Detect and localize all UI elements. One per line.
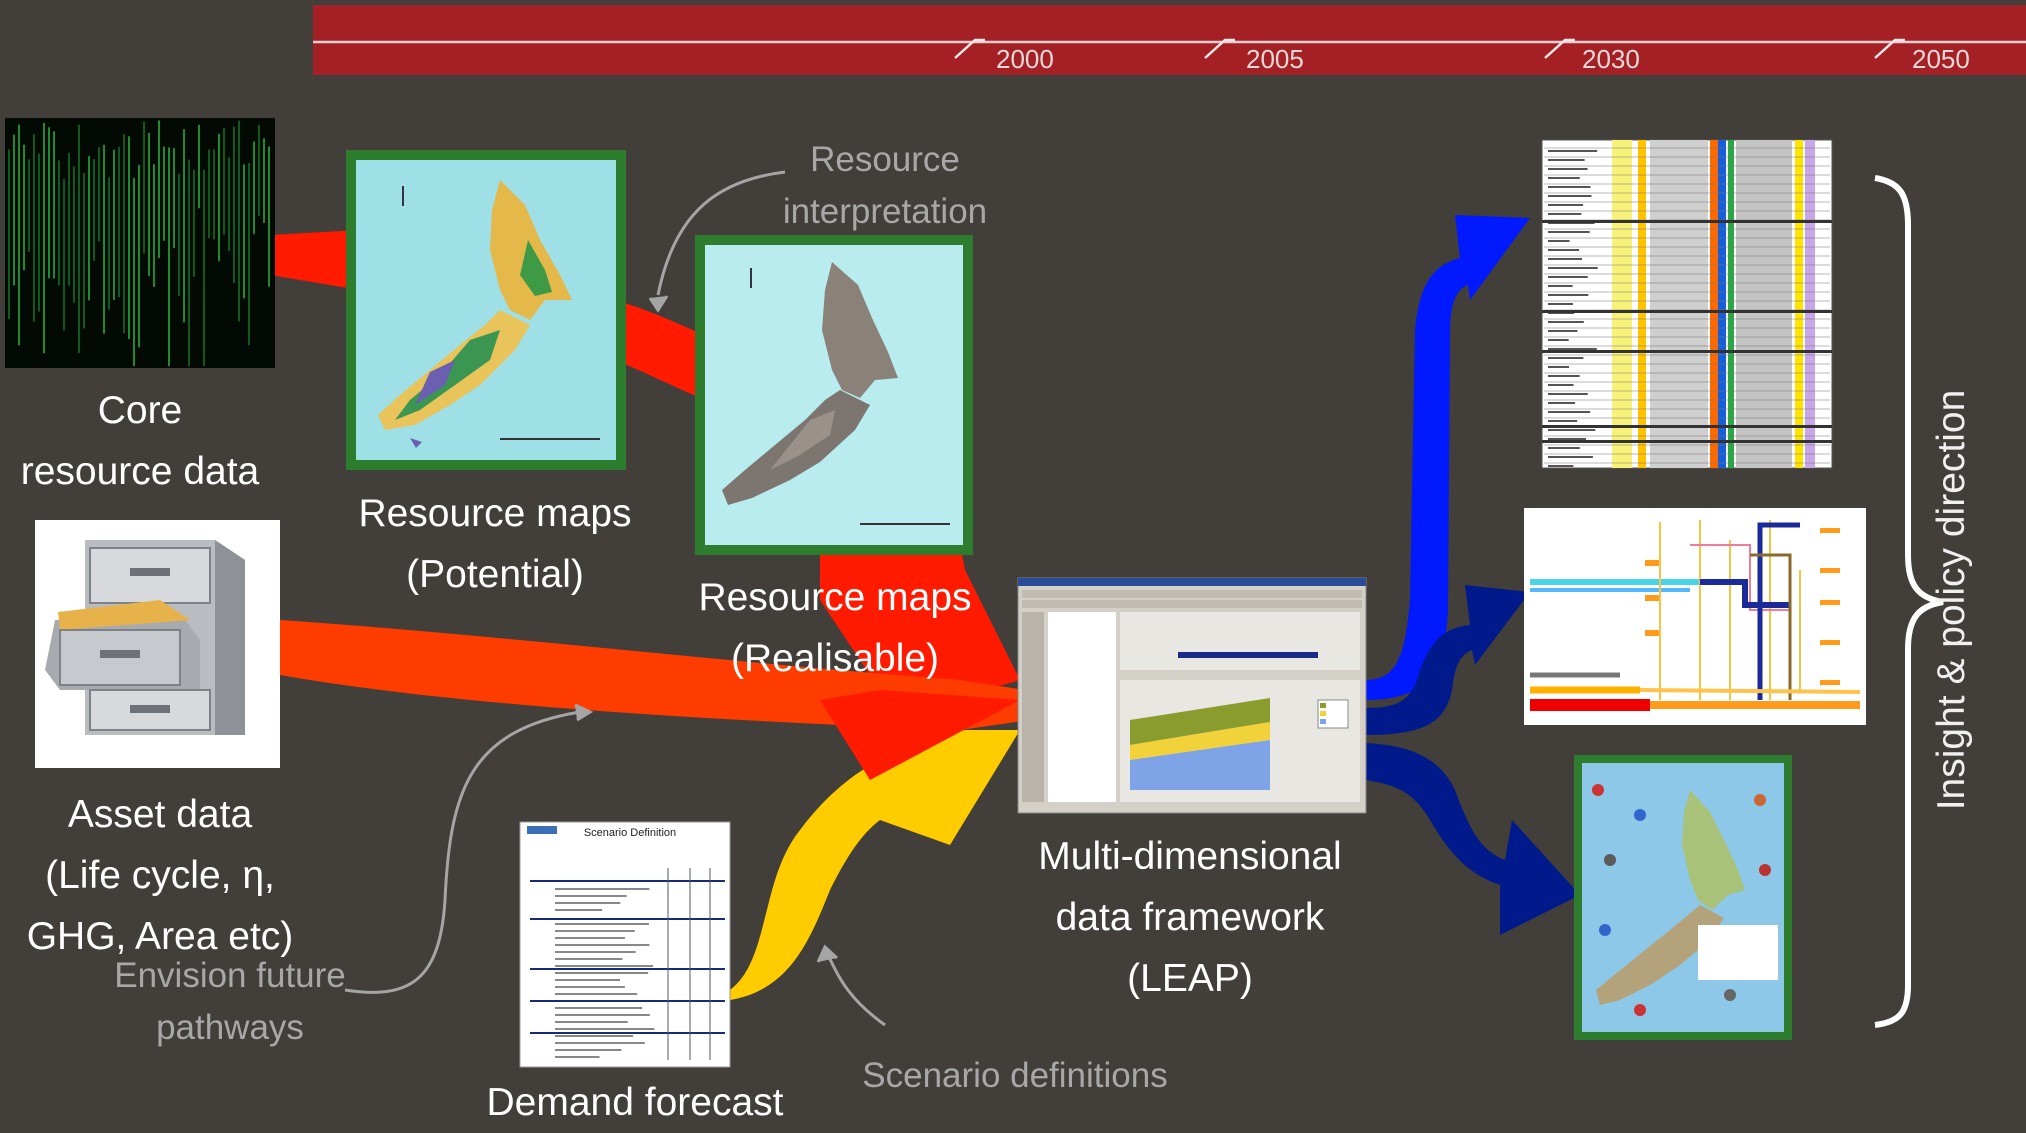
leap-screenshot-image: [1017, 577, 1367, 814]
flow-red-head: [820, 690, 1020, 780]
year-label-2000: 2000: [996, 44, 1054, 74]
year-label-2030: 2030: [1582, 44, 1640, 74]
core-resource-image: [5, 118, 275, 368]
resource-interp-line1: Resource: [810, 140, 960, 179]
leap-label-line3: (LEAP): [1127, 957, 1253, 1000]
flow-arrows: [270, 215, 1580, 1000]
leap-label-line1: Multi-dimensional: [1038, 835, 1342, 878]
envision-annotation: Envision future pathways: [90, 950, 370, 1054]
results-table-image: [1541, 139, 1833, 469]
flow-leap-to-map: [1365, 743, 1580, 935]
envision-line1: Envision future: [114, 956, 346, 995]
core-label-line2: resource data: [20, 450, 260, 493]
envision-line2: pathways: [156, 1008, 304, 1047]
potential-label-line2: (Potential): [406, 553, 584, 596]
leap-label: Multi-dimensional data framework (LEAP): [1000, 826, 1380, 1009]
potential-map-label: Resource maps (Potential): [320, 483, 670, 605]
flow-leap-to-sankey: [1365, 585, 1530, 735]
flow-core-to-potential: [270, 230, 360, 290]
potential-label-line1: Resource maps: [358, 492, 632, 535]
resource-interpretation-annotation: Resource interpretation: [760, 134, 1010, 238]
scenario-doc-title: Scenario Definition: [583, 827, 677, 839]
infrastructure-map-image: [1574, 755, 1792, 1040]
timeline-bar: [313, 5, 2026, 75]
asset-label-line3: GHG, Area etc): [26, 915, 294, 958]
scenario-document-image: [519, 821, 731, 1068]
core-label-line1: Core: [97, 389, 183, 432]
flow-demand-to-leap: [730, 730, 1020, 1000]
realisable-label-line1: Resource maps: [698, 576, 972, 619]
asset-label-line1: Asset data: [67, 793, 253, 836]
filing-cabinet-image: [35, 520, 280, 768]
annotation-arrows: [344, 170, 886, 1027]
flow-realisable-to-leap: [820, 545, 1020, 720]
flow-potential-to-realisable: [615, 300, 705, 400]
curly-brace: [1874, 175, 1944, 1028]
realisable-map-image: [695, 235, 973, 555]
asset-label-line2: (Life cycle, η,: [45, 854, 275, 897]
sankey-image: [1524, 508, 1866, 725]
asset-data-label: Asset data (Life cycle, η, GHG, Area etc…: [0, 784, 320, 967]
flow-leap-to-table: [1365, 215, 1530, 700]
realisable-label-line2: (Realisable): [730, 637, 940, 680]
year-label-2005: 2005: [1246, 44, 1304, 74]
leap-label-line2: data framework: [1055, 896, 1325, 939]
demand-forecast-label: Demand forecast: [486, 1081, 784, 1124]
core-resource-label: Core resource data: [0, 380, 280, 502]
scenario-definitions-annotation: Scenario definitions: [862, 1056, 1168, 1095]
resource-interp-line2: interpretation: [782, 192, 988, 231]
potential-map-image: [346, 150, 626, 470]
insight-policy-label: Insight & policy direction: [1930, 389, 1973, 811]
realisable-map-label: Resource maps (Realisable): [660, 567, 1010, 689]
year-label-2050: 2050: [1912, 44, 1970, 74]
